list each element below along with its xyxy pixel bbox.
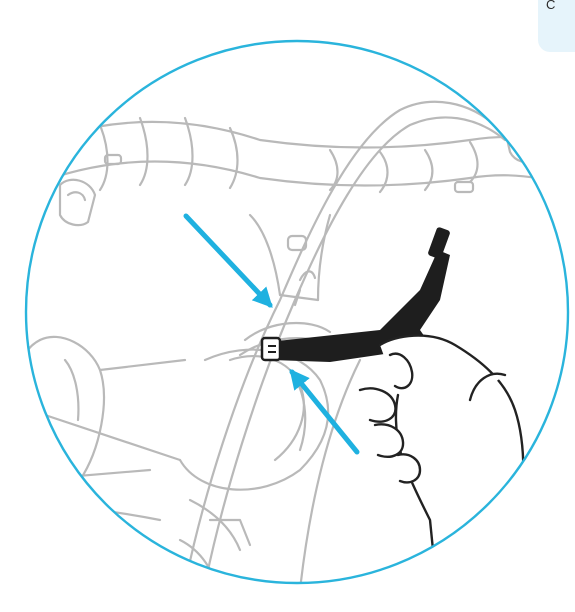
callout-text: C — [546, 0, 575, 14]
callout-box: C · — [538, 0, 575, 52]
callout-text-secondary: · — [546, 14, 575, 32]
